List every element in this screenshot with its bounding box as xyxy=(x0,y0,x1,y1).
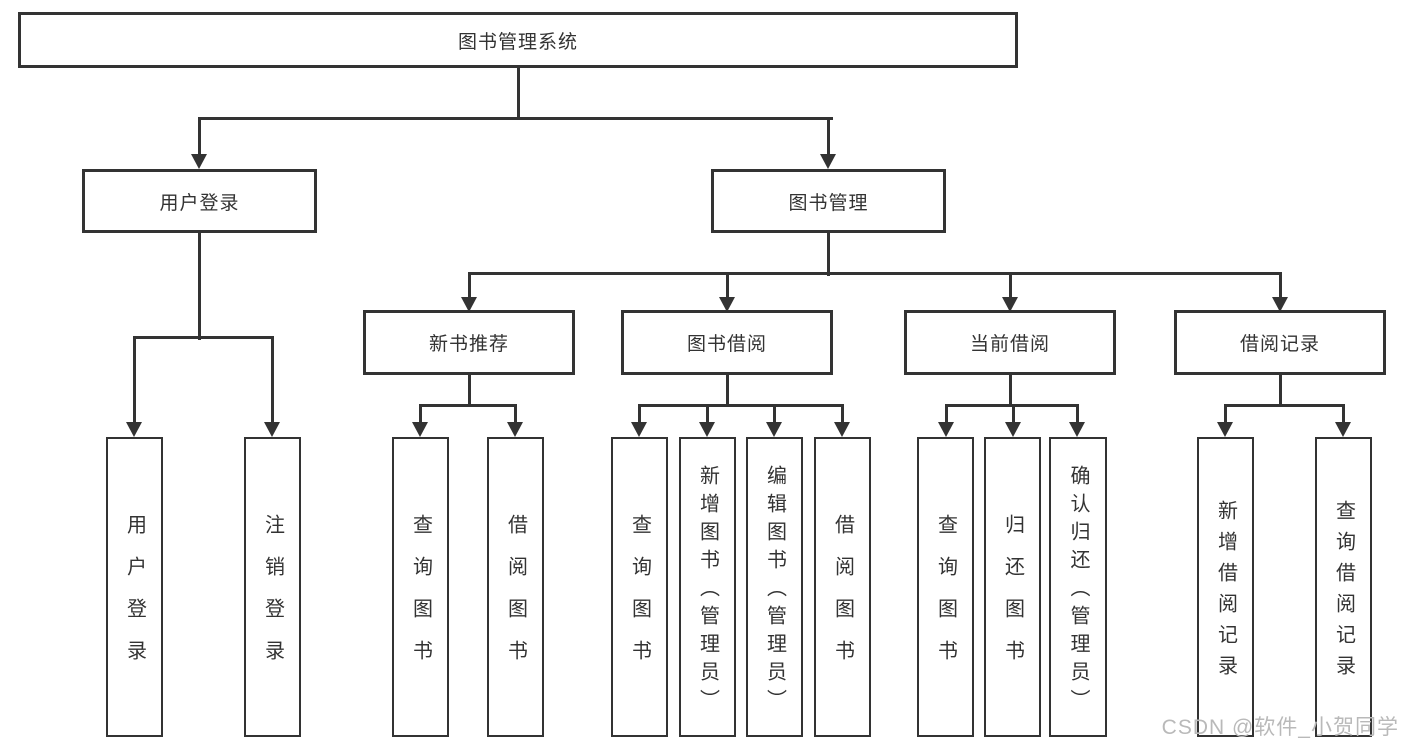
connector-line xyxy=(637,405,641,424)
connector-line xyxy=(840,405,844,424)
connector-line xyxy=(1008,375,1012,407)
connector-line xyxy=(1341,405,1345,424)
node-label: 借阅图书 xyxy=(504,514,527,682)
connector-line xyxy=(944,405,948,424)
connector-line xyxy=(1011,405,1015,424)
node-label: 图书管理 xyxy=(788,192,869,214)
arrowhead-icon xyxy=(1335,422,1351,437)
arrowhead-icon xyxy=(1217,422,1233,437)
connector-line xyxy=(1278,375,1282,407)
arrowhead-icon xyxy=(1272,297,1288,312)
connector-line xyxy=(132,335,274,339)
connector-line xyxy=(826,233,830,276)
arrowhead-icon xyxy=(507,422,523,437)
arrowhead-icon xyxy=(461,297,477,312)
arrowhead-icon xyxy=(191,154,207,169)
node-label: 用户登录 xyxy=(123,514,146,682)
connector-line xyxy=(270,337,274,424)
connector-line xyxy=(725,375,729,407)
node-user-login: 用户登录 xyxy=(82,169,317,233)
node-new-book-recommend: 新书推荐 xyxy=(363,310,575,375)
arrowhead-icon xyxy=(126,422,142,437)
arrowhead-icon xyxy=(834,422,850,437)
node-label: 查询图书 xyxy=(934,514,957,682)
node-label: 新增借阅记录 xyxy=(1214,499,1237,686)
arrowhead-icon xyxy=(631,422,647,437)
connector-line xyxy=(826,118,830,156)
node-root: 图书管理系统 xyxy=(18,12,1018,68)
connector-line xyxy=(513,405,517,424)
connector-line xyxy=(467,375,471,407)
node-label: 新书推荐 xyxy=(428,334,509,355)
arrowhead-icon xyxy=(1069,422,1085,437)
arrowhead-icon xyxy=(820,154,836,169)
connector-line xyxy=(705,405,709,424)
connector-line xyxy=(1223,403,1345,407)
node-label: 确认归还（管理员） xyxy=(1067,465,1089,717)
node-rcd-query-record: 查询借阅记录 xyxy=(1315,437,1372,737)
node-label: 新增图书（管理员） xyxy=(696,465,719,717)
node-bor-edit-books-admin: 编辑图书（管理员） xyxy=(746,437,803,737)
connector-line xyxy=(197,118,201,156)
node-label: 借阅记录 xyxy=(1239,334,1320,355)
node-rec-query-books: 查询图书 xyxy=(392,437,449,737)
node-logout-leaf: 注销登录 xyxy=(244,437,301,737)
node-cur-confirm-return-admin: 确认归还（管理员） xyxy=(1049,437,1107,737)
node-label: 图书借阅 xyxy=(686,334,767,355)
arrowhead-icon xyxy=(699,422,715,437)
csdn-watermark: CSDN @软件_小贺同学 xyxy=(1161,716,1399,739)
connector-line xyxy=(467,271,1282,275)
arrowhead-icon xyxy=(938,422,954,437)
connector-line xyxy=(132,337,136,424)
node-label: 归还图书 xyxy=(1001,514,1024,682)
arrowhead-icon xyxy=(264,422,280,437)
node-bor-add-books-admin: 新增图书（管理员） xyxy=(679,437,736,737)
connector-line xyxy=(418,403,517,407)
connector-line xyxy=(1075,405,1079,424)
node-label: 编辑图书（管理员） xyxy=(763,465,786,717)
node-label: 注销登录 xyxy=(261,514,284,682)
node-current-borrowing: 当前借阅 xyxy=(904,310,1116,375)
connector-line xyxy=(772,405,776,424)
node-label: 查询借阅记录 xyxy=(1332,499,1355,686)
node-bor-query-books: 查询图书 xyxy=(611,437,668,737)
node-borrowing-records: 借阅记录 xyxy=(1174,310,1386,375)
node-rec-borrow-books: 借阅图书 xyxy=(487,437,544,737)
node-rcd-add-record: 新增借阅记录 xyxy=(1197,437,1254,737)
arrowhead-icon xyxy=(766,422,782,437)
node-label: 图书管理系统 xyxy=(457,31,578,53)
connector-line xyxy=(1223,405,1227,424)
connector-line xyxy=(1008,273,1012,300)
connector-line xyxy=(467,273,471,300)
arrowhead-icon xyxy=(719,297,735,312)
node-label: 查询图书 xyxy=(628,514,651,682)
node-cur-return-books: 归还图书 xyxy=(984,437,1041,737)
connector-line xyxy=(516,68,520,118)
arrowhead-icon xyxy=(1002,297,1018,312)
node-book-management: 图书管理 xyxy=(711,169,946,233)
node-cur-query-books: 查询图书 xyxy=(917,437,974,737)
node-book-borrowing: 图书借阅 xyxy=(621,310,833,375)
node-label: 当前借阅 xyxy=(969,334,1050,355)
connector-line xyxy=(725,273,729,300)
node-label: 借阅图书 xyxy=(831,514,854,682)
node-user-login-leaf: 用户登录 xyxy=(106,437,163,737)
node-label: 用户登录 xyxy=(159,192,240,214)
arrowhead-icon xyxy=(412,422,428,437)
node-bor-borrow-books: 借阅图书 xyxy=(814,437,871,737)
connector-line xyxy=(637,403,844,407)
connector-line xyxy=(197,116,833,120)
connector-line xyxy=(418,405,422,424)
node-label: 查询图书 xyxy=(409,514,432,682)
connector-line xyxy=(197,233,201,340)
connector-line xyxy=(1278,273,1282,300)
arrowhead-icon xyxy=(1005,422,1021,437)
